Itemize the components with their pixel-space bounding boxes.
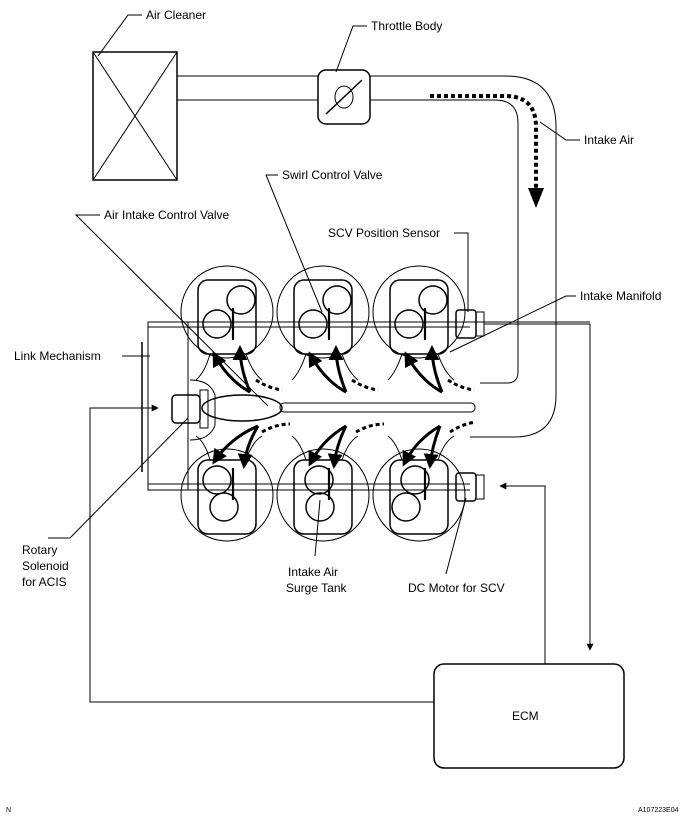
ecm-box (433, 663, 625, 769)
label-scv-position-sensor: SCV Position Sensor (328, 226, 440, 240)
label-rotary-solenoid-line1: Rotary (22, 543, 57, 557)
air-flow-arrows-upper (212, 345, 475, 394)
label-air-cleaner: Air Cleaner (146, 8, 206, 22)
label-swirl-control-valve: Swirl Control Valve (282, 168, 383, 182)
label-throttle-body: Throttle Body (371, 19, 442, 33)
footer-figure-id: A107223E04 (638, 807, 679, 814)
label-dc-motor: DC Motor for SCV (408, 581, 505, 595)
upper-cylinders (180, 265, 466, 359)
scv-position-sensor (455, 309, 485, 339)
label-surge-tank-line1: Intake Air (288, 565, 338, 579)
air-cleaner-box (92, 51, 178, 181)
label-air-intake-control-valve: Air Intake Control Valve (104, 208, 229, 222)
intake-duct (177, 75, 557, 438)
swirl-control-valves (231, 308, 427, 500)
label-ecm: ECM (512, 709, 539, 723)
label-intake-air: Intake Air (584, 133, 634, 147)
label-intake-manifold: Intake Manifold (580, 289, 661, 303)
lower-cylinders (180, 448, 466, 542)
leader-lines (48, 14, 580, 575)
label-rotary-solenoid-line2: Solenoid (22, 559, 69, 573)
intake-air-flow-arrow (430, 94, 544, 208)
wiring (89, 323, 594, 703)
throttle-body (317, 69, 371, 125)
footer-left-code: N (6, 807, 11, 814)
label-rotary-solenoid-line3: for ACIS (22, 575, 67, 589)
label-surge-tank-line2: Surge Tank (286, 581, 347, 595)
rotary-solenoid-acis (171, 389, 209, 429)
label-link-mechanism: Link Mechanism (14, 349, 101, 363)
dc-motor-scv (455, 472, 485, 502)
air-intake-control-valve (201, 394, 283, 422)
air-flow-arrows-lower (212, 420, 477, 469)
